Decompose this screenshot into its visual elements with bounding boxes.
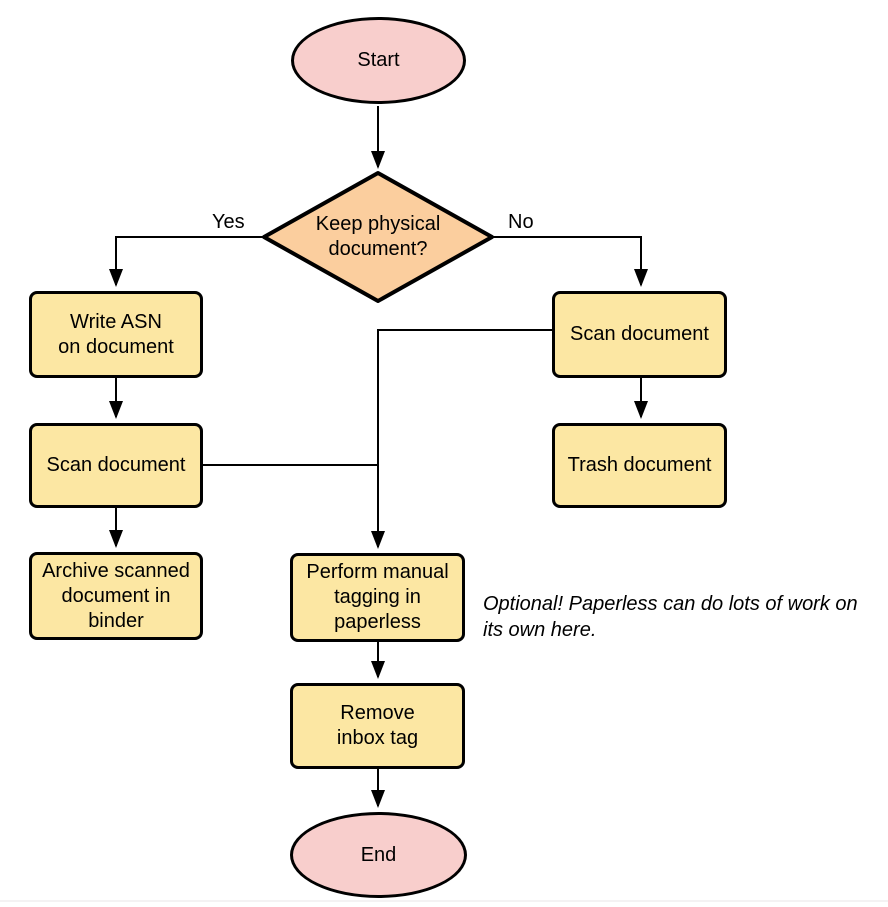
process-label-line: Scan document [46, 454, 186, 476]
annotation-optional-note: Optional! Paperless can do lots of work … [483, 591, 887, 643]
process-label-line: binder [88, 609, 144, 632]
end-label: End [360, 843, 397, 866]
decision-keep-physical-document-label: Keep physical document? [288, 212, 468, 262]
process-label-line: inbox tag [336, 727, 419, 749]
process-label-line: Trash document [567, 454, 712, 476]
start-terminal: Start [291, 17, 466, 104]
edge-label-yes: Yes [212, 211, 245, 233]
edge-scan-right-to-tagging [371, 329, 552, 549]
edge-decision-no-to-scan-right [492, 236, 648, 287]
process-label-line: Scan document [570, 323, 709, 345]
process-remove-inbox-tag: Remove inbox tag [290, 683, 465, 769]
process-scan-document-left: Scan document [29, 423, 203, 508]
edge-label-no: No [508, 211, 534, 233]
process-label-line: Perform manual [306, 561, 449, 583]
process-archive-scanned-document: Archive scanned document in binder [29, 552, 203, 640]
process-scan-document-right: Scan document [552, 291, 727, 378]
process-label-line: Remove [340, 702, 415, 724]
decision-diamond-shape [262, 171, 494, 303]
process-label-line: Write ASN [70, 310, 162, 333]
decision-label-line: Keep physical [315, 213, 441, 235]
process-label-line: on document [58, 335, 174, 358]
end-terminal: End [290, 812, 467, 898]
process-trash-document: Trash document [552, 423, 727, 508]
decision-label-line: document? [328, 238, 428, 260]
bottom-divider [0, 900, 888, 902]
annotation-line: Optional! Paperless can do lots of work … [483, 593, 858, 615]
annotation-line: its own here. [483, 619, 597, 641]
edge-decision-yes-to-write-asn [109, 236, 264, 287]
process-label-line: document in [61, 584, 171, 607]
process-label-line: tagging in [334, 586, 421, 608]
start-label: Start [357, 49, 400, 71]
process-label-line: Archive scanned [42, 559, 190, 582]
process-manual-tagging: Perform manual tagging in paperless [290, 553, 465, 642]
process-label-line: paperless [334, 611, 421, 633]
process-write-asn: Write ASN on document [29, 291, 203, 378]
